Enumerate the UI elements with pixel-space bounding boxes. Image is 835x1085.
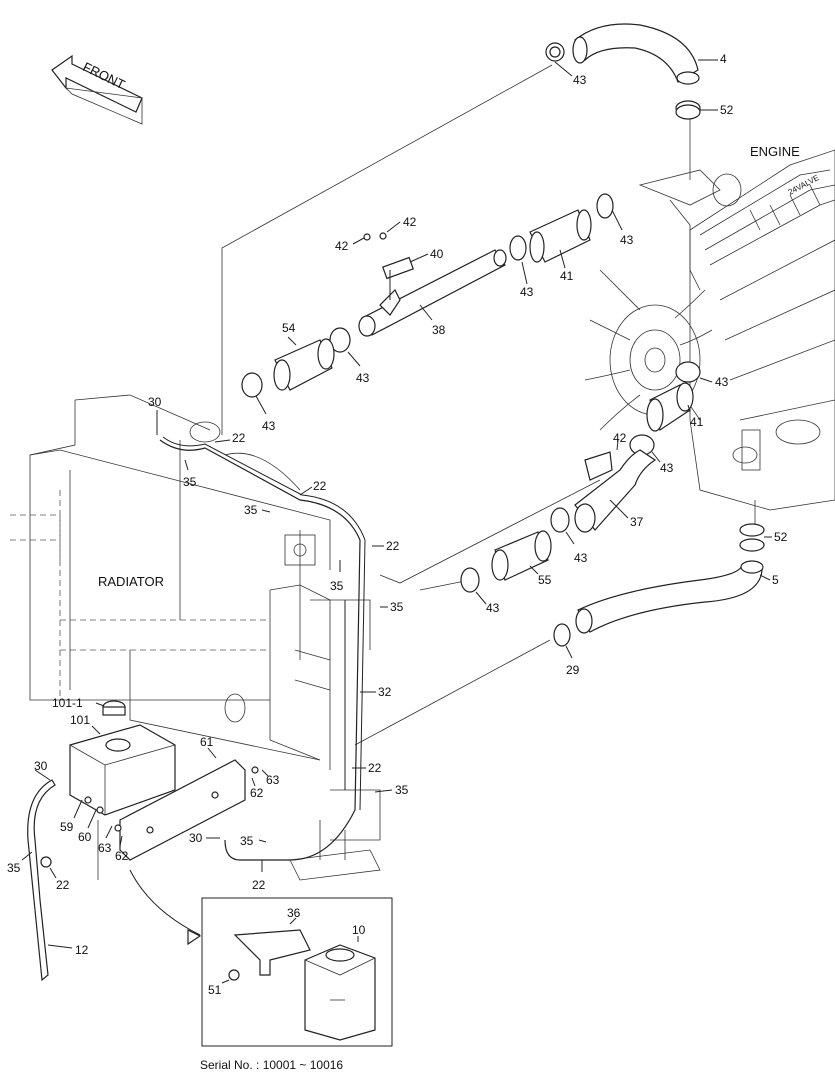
callout-30: 30	[148, 395, 162, 409]
callout-22: 22	[252, 878, 266, 892]
callout-41: 41	[690, 415, 704, 429]
callout-22: 22	[313, 479, 327, 493]
callout-54: 54	[282, 321, 296, 335]
callout-41: 41	[560, 269, 574, 283]
callout-35: 35	[395, 783, 409, 797]
callout-10: 10	[352, 923, 366, 937]
callout-29: 29	[566, 663, 580, 677]
callout-22: 22	[368, 761, 382, 775]
hose-41-lower	[646, 382, 694, 432]
callout-36: 36	[287, 906, 301, 920]
callout-42: 42	[403, 215, 417, 229]
hose-54	[273, 338, 335, 391]
inset-box	[129, 869, 393, 1047]
radiator-body	[10, 394, 381, 881]
clamp-43-set	[241, 193, 765, 647]
pipe-38	[358, 232, 507, 337]
callout-labels: 4 43 52 43 42 42 40 41 43 54 38 43 43 30…	[7, 52, 788, 997]
callout-43: 43	[715, 375, 729, 389]
callout-38: 38	[432, 323, 446, 337]
callout-62: 62	[250, 786, 264, 800]
callout-43: 43	[356, 371, 370, 385]
callout-52: 52	[720, 103, 734, 117]
callout-43: 43	[573, 73, 587, 87]
callout-52: 52	[774, 530, 788, 544]
callout-43: 43	[620, 233, 634, 247]
callout-43: 43	[574, 551, 588, 565]
callout-43: 43	[660, 461, 674, 475]
serial-number: Serial No. : 10001 ~ 10016	[200, 1058, 344, 1072]
callout-51: 51	[208, 983, 222, 997]
callout-35: 35	[240, 834, 254, 848]
callout-22: 22	[232, 431, 246, 445]
callout-22: 22	[386, 539, 400, 553]
callout-63: 63	[266, 773, 280, 787]
callout-35: 35	[7, 861, 21, 875]
callout-4: 4	[720, 52, 727, 66]
callout-30: 30	[189, 831, 203, 845]
hose-41-upper	[529, 209, 592, 263]
engine-label: ENGINE	[750, 144, 800, 159]
engine: 24VALVE	[638, 149, 835, 511]
front-arrow: FRONT	[51, 54, 143, 125]
callout-22: 22	[56, 878, 70, 892]
callout-60: 60	[78, 830, 92, 844]
callout-63: 63	[98, 841, 112, 855]
leader-line	[221, 64, 553, 435]
pipe-37	[574, 449, 657, 533]
callout-62: 62	[115, 849, 129, 863]
leader-line	[379, 479, 601, 584]
hose-32	[159, 436, 366, 861]
callout-61: 61	[200, 735, 214, 749]
callout-35: 35	[244, 503, 258, 517]
callout-40: 40	[430, 247, 444, 261]
callout-12: 12	[75, 943, 89, 957]
hose-5	[575, 560, 764, 634]
callout-42: 42	[613, 431, 627, 445]
callout-37: 37	[630, 515, 644, 529]
callout-55: 55	[538, 573, 552, 587]
callout-43: 43	[486, 601, 500, 615]
callout-43: 43	[520, 285, 534, 299]
callout-30: 30	[34, 759, 48, 773]
callout-59: 59	[60, 820, 74, 834]
radiator-label: RADIATOR	[98, 574, 164, 589]
hose-4	[545, 23, 701, 120]
callout-101: 101	[70, 713, 90, 727]
hose-12	[27, 779, 56, 982]
hose-55	[491, 530, 552, 581]
callout-5: 5	[772, 573, 779, 587]
callout-35: 35	[390, 600, 404, 614]
callout-35: 35	[330, 579, 344, 593]
leader-line	[354, 639, 551, 746]
callout-35: 35	[183, 475, 197, 489]
callout-42: 42	[335, 239, 349, 253]
callout-101-1: 101-1	[52, 696, 83, 710]
callout-43: 43	[262, 419, 276, 433]
callout-32: 32	[378, 685, 392, 699]
reservoir-tank-101	[69, 700, 259, 861]
